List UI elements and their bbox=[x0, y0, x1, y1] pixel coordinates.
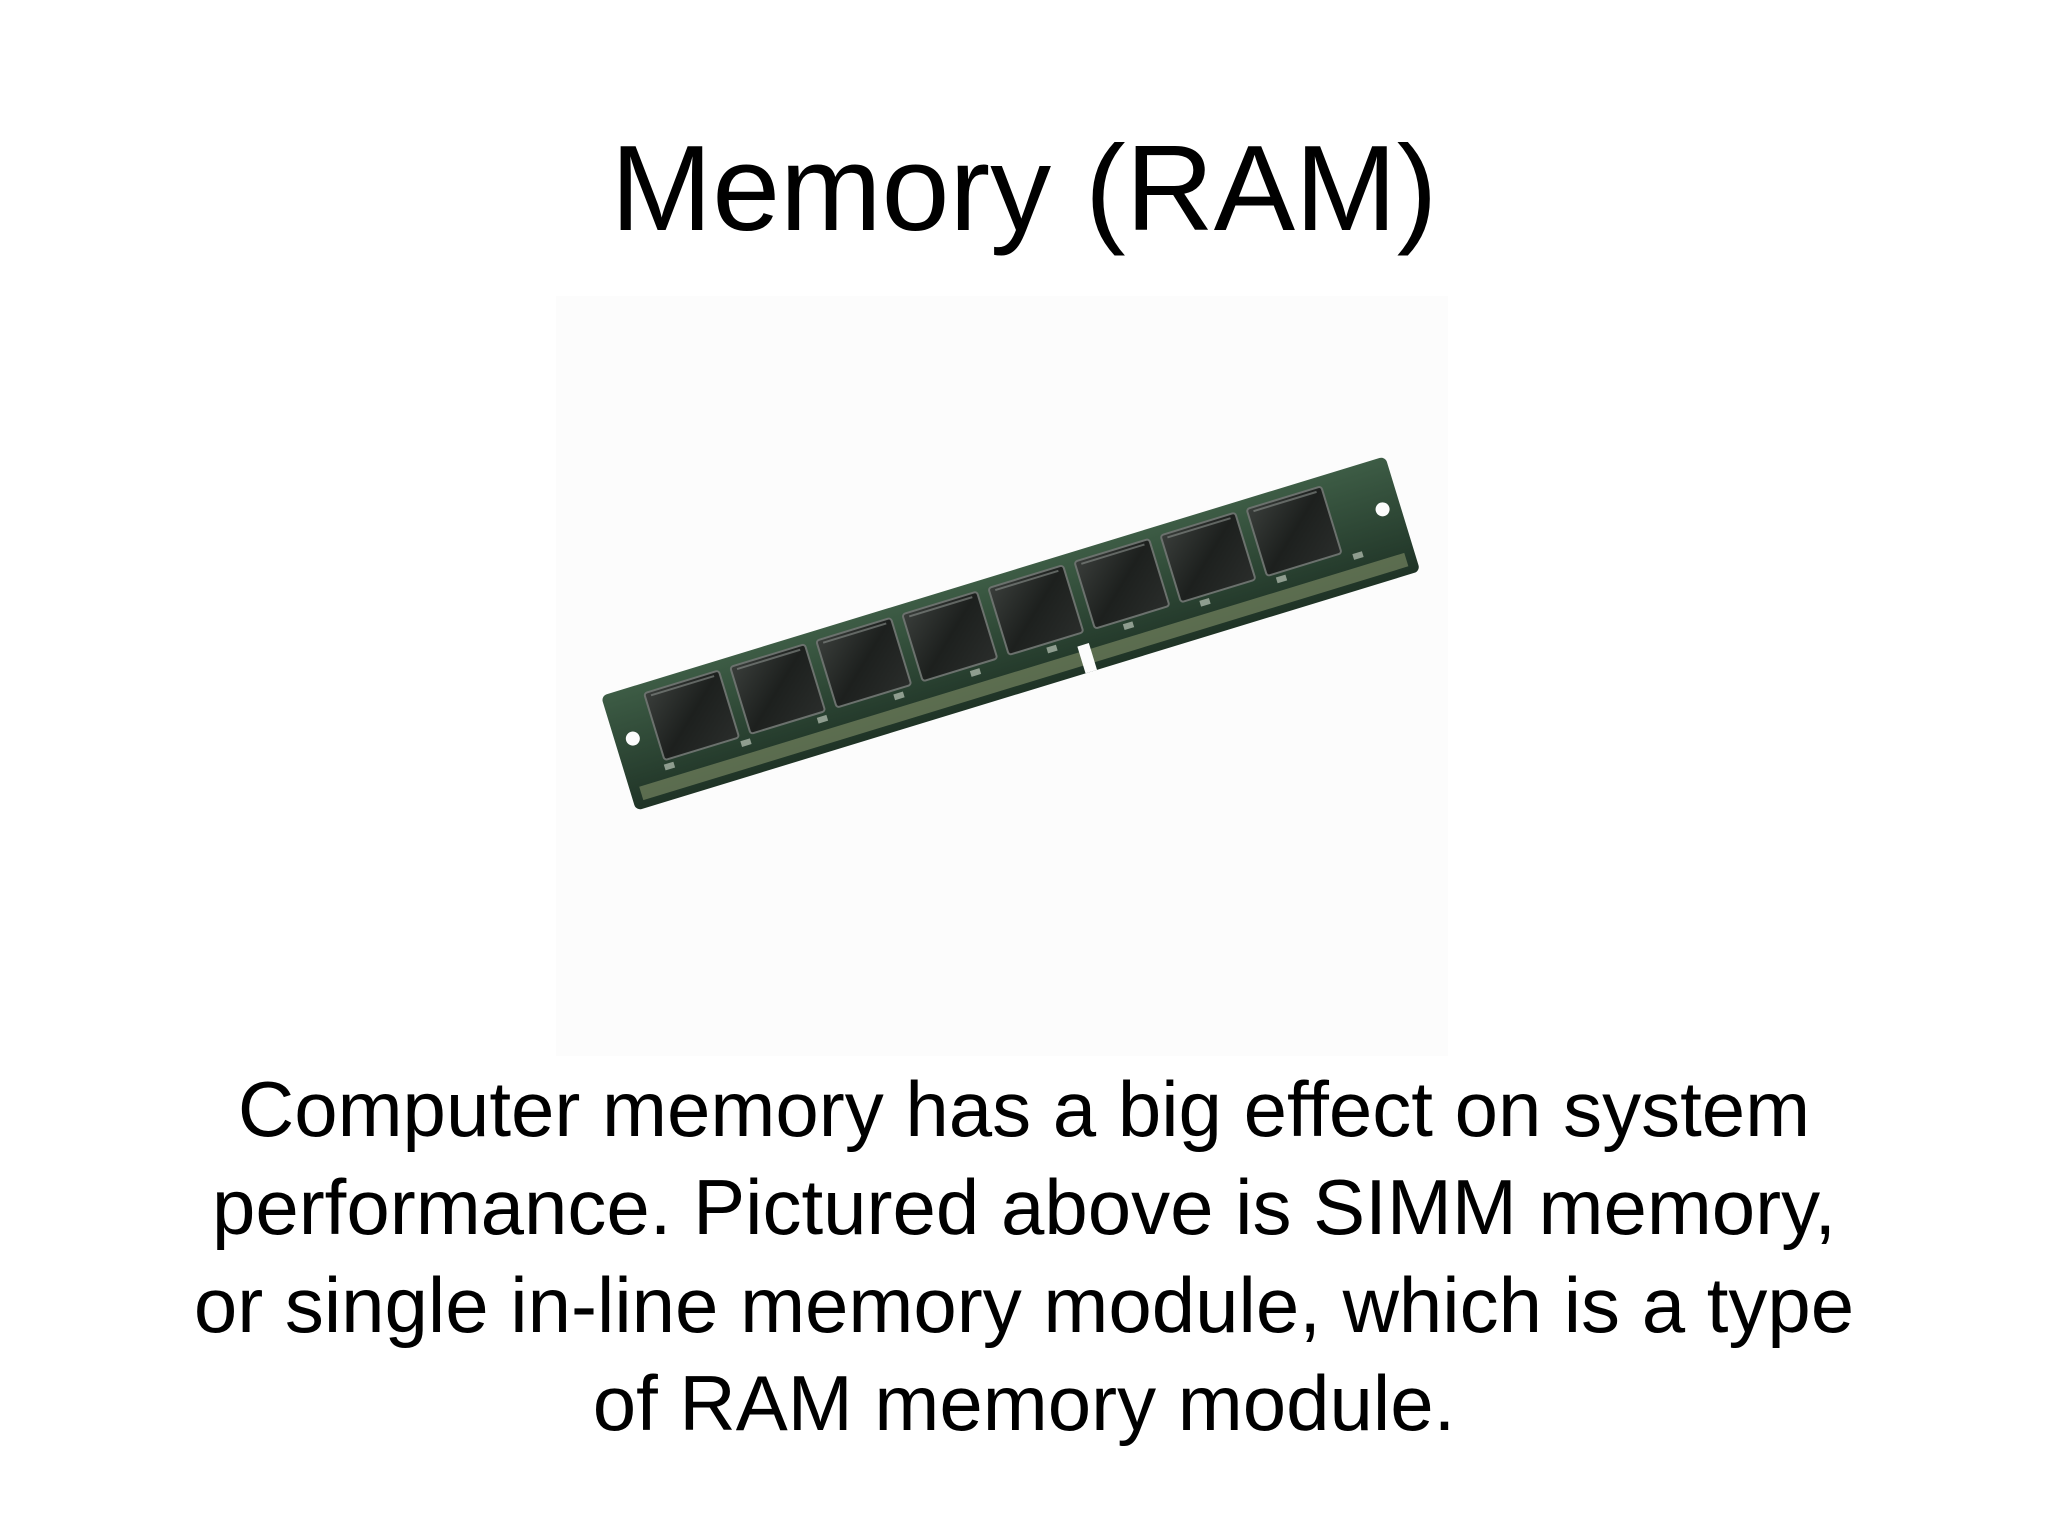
caption-line: performance. Pictured above is SIMM memo… bbox=[211, 1163, 1837, 1251]
slide-title: Memory (RAM) bbox=[610, 120, 1438, 256]
slide-caption: Computer memory has a big effect on syst… bbox=[150, 1060, 1898, 1452]
ram-module-photo bbox=[556, 296, 1448, 1056]
caption-line: or single in-line memory module, which i… bbox=[193, 1261, 1855, 1349]
memory-chips bbox=[643, 486, 1342, 761]
caption-line: Computer memory has a big effect on syst… bbox=[237, 1065, 1811, 1153]
caption-line: of RAM memory module. bbox=[592, 1359, 1456, 1447]
